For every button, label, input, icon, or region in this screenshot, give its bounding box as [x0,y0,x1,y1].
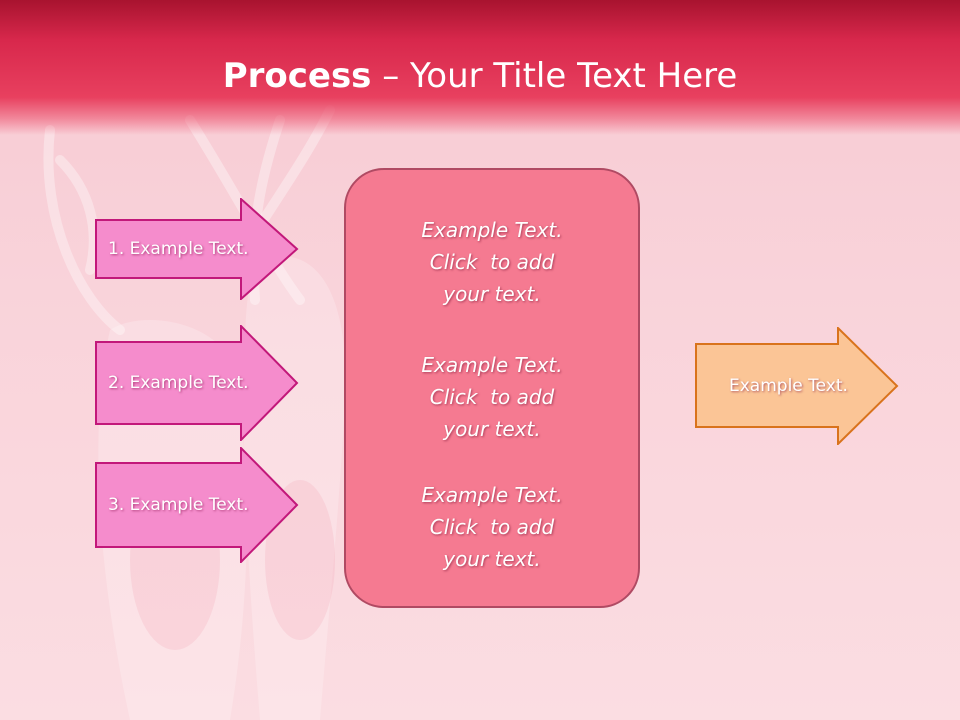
title-bar [0,0,960,135]
step-3-arrow[interactable]: 3. Example Text. [95,447,299,563]
title-rest-text: – Your Title Text Here [371,56,738,96]
step-2-arrow[interactable]: 2. Example Text. [95,325,299,441]
center-paragraph-1: Example Text. Click to add your text. [421,218,563,306]
step-1-arrow-shape [95,198,299,300]
center-content-box[interactable]: Example Text. Click to add your text. Ex… [344,168,640,608]
result-arrow[interactable]: Example Text. [695,327,899,445]
center-paragraph-3: Example Text. Click to add your text. [421,483,563,571]
result-arrow-shape [695,327,899,445]
step-2-arrow-shape [95,325,299,441]
step-3-arrow-shape [95,447,299,563]
step-3-label: 3. Example Text. [108,495,249,515]
step-1-arrow[interactable]: 1. Example Text. [95,198,299,300]
result-label: Example Text. [729,376,848,396]
slide-title[interactable]: Process – Your Title Text Here [0,54,960,98]
title-bold-text: Process [222,56,372,96]
step-1-label: 1. Example Text. [108,239,249,259]
step-2-label: 2. Example Text. [108,373,249,393]
center-paragraph-2: Example Text. Click to add your text. [421,353,563,441]
